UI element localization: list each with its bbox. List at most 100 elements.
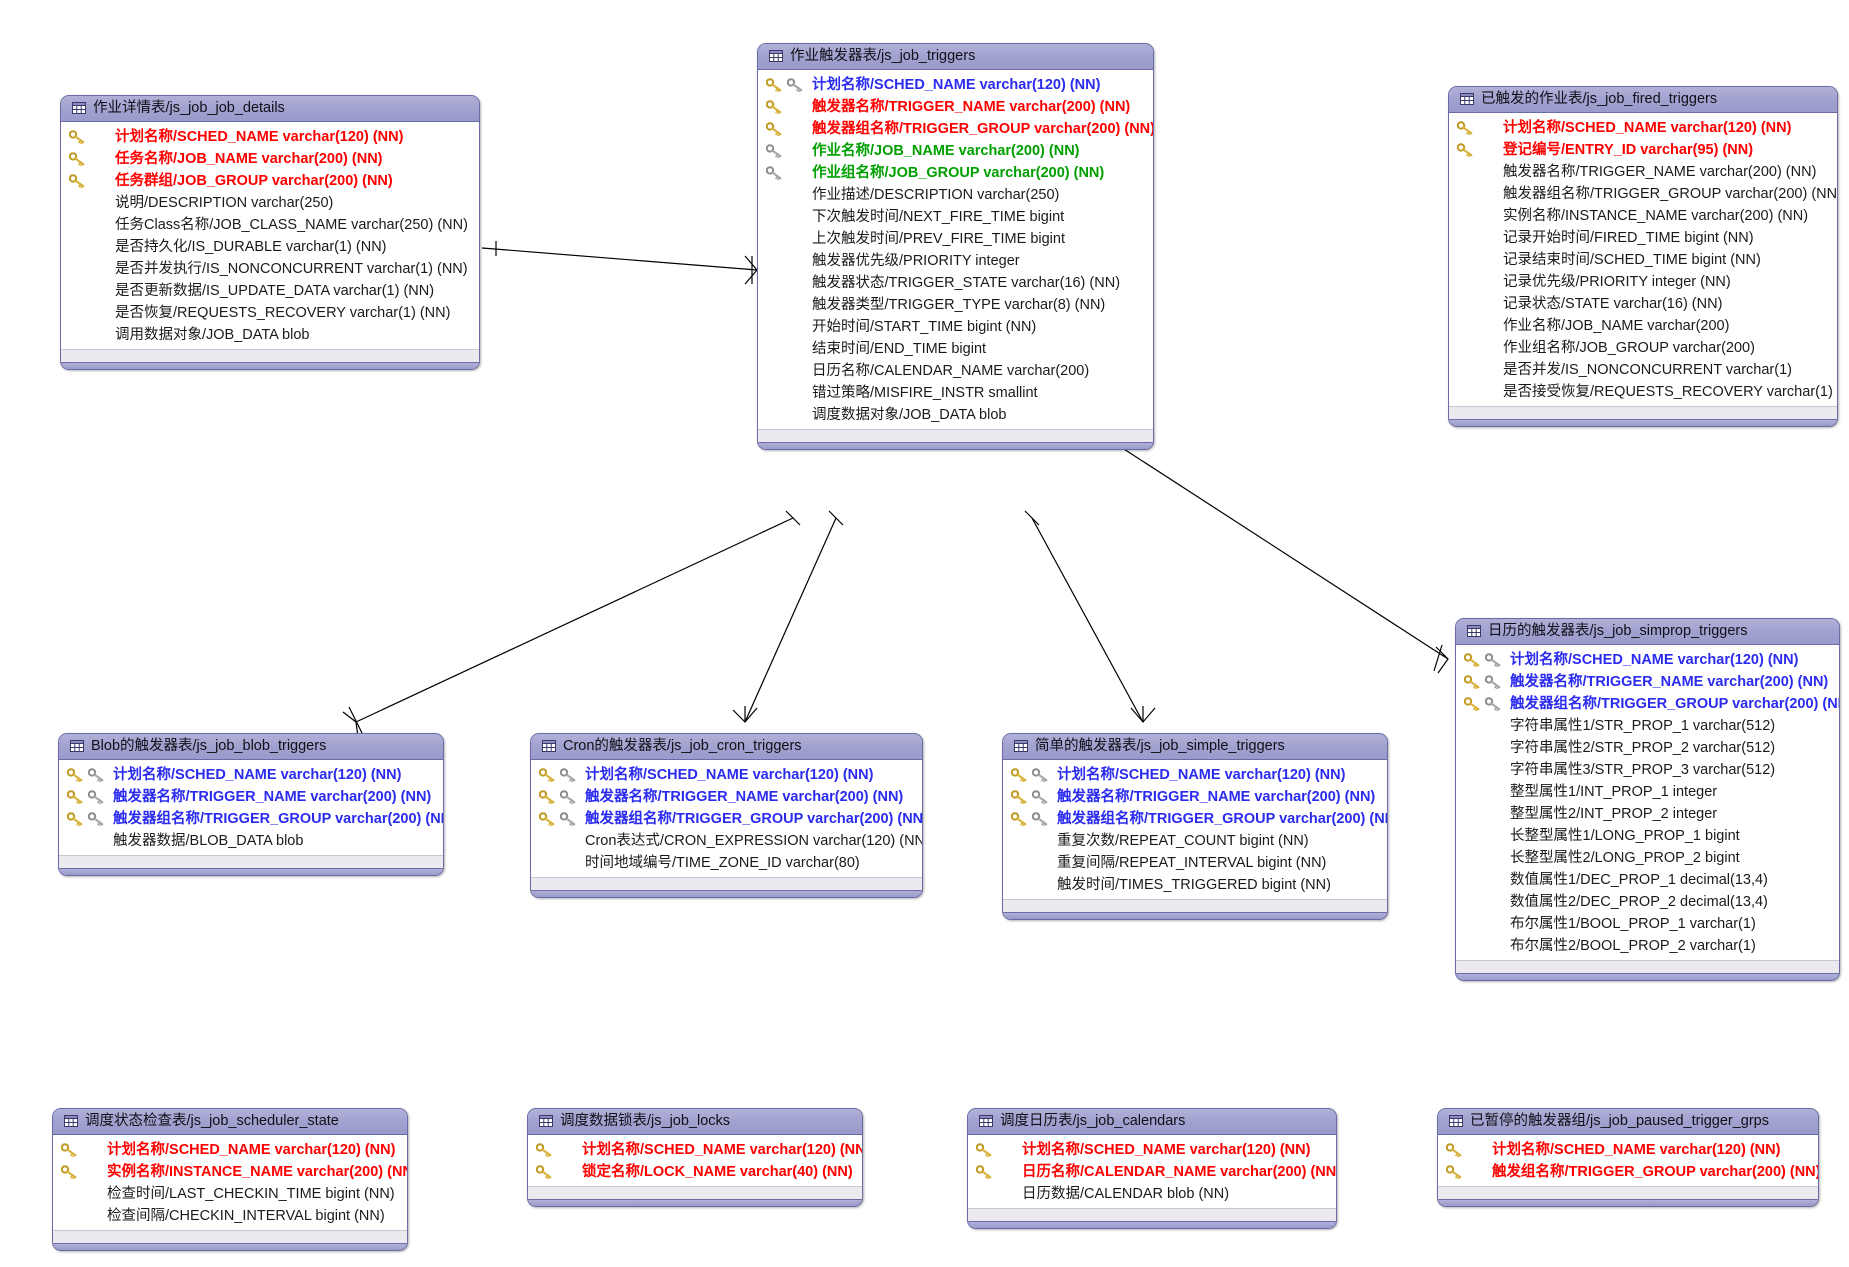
entity-resize-grip[interactable] <box>1438 1199 1818 1206</box>
attribute-row[interactable]: 字符串属性3/STR_PROP_3 varchar(512) <box>1456 759 1839 781</box>
attribute-row[interactable]: 触发器名称/TRIGGER_NAME varchar(200) (NN) <box>1003 786 1387 808</box>
entity-simple_triggers[interactable]: 简单的触发器表/js_job_simple_triggers 计划名称/SCHE… <box>1002 733 1388 920</box>
attribute-row[interactable]: 触发器名称/TRIGGER_NAME varchar(200) (NN) <box>531 786 922 808</box>
attribute-row[interactable]: 作业描述/DESCRIPTION varchar(250) <box>758 184 1153 206</box>
entity-resize-grip[interactable] <box>53 1243 407 1250</box>
attribute-row[interactable]: 是否持久化/IS_DURABLE varchar(1) (NN) <box>61 236 479 258</box>
attribute-row[interactable]: 作业组名称/JOB_GROUP varchar(200) <box>1449 337 1837 359</box>
entity-resize-grip[interactable] <box>968 1221 1336 1228</box>
entity-paused_trigger_grps[interactable]: 已暂停的触发器组/js_job_paused_trigger_grps 计划名称… <box>1437 1108 1819 1207</box>
attribute-row[interactable]: 下次触发时间/NEXT_FIRE_TIME bigint <box>758 206 1153 228</box>
attribute-row[interactable]: 触发器组名称/TRIGGER_GROUP varchar(200) (NN) <box>758 118 1153 140</box>
attribute-row[interactable]: 作业组名称/JOB_GROUP varchar(200) (NN) <box>758 162 1153 184</box>
attribute-row[interactable]: 重复次数/REPEAT_COUNT bigint (NN) <box>1003 830 1387 852</box>
attribute-row[interactable]: 任务群组/JOB_GROUP varchar(200) (NN) <box>61 170 479 192</box>
attribute-row[interactable]: 作业名称/JOB_NAME varchar(200) <box>1449 315 1837 337</box>
attribute-row[interactable]: 触发时间/TIMES_TRIGGERED bigint (NN) <box>1003 874 1387 896</box>
attribute-row[interactable]: 重复间隔/REPEAT_INTERVAL bigint (NN) <box>1003 852 1387 874</box>
attribute-row[interactable]: 实例名称/INSTANCE_NAME varchar(200) (NN) <box>53 1161 407 1183</box>
attribute-row[interactable]: 计划名称/SCHED_NAME varchar(120) (NN) <box>1438 1139 1818 1161</box>
attribute-row[interactable]: 字符串属性2/STR_PROP_2 varchar(512) <box>1456 737 1839 759</box>
entity-resize-grip[interactable] <box>61 362 479 369</box>
attribute-row[interactable]: 触发器名称/TRIGGER_NAME varchar(200) (NN) <box>1449 161 1837 183</box>
attribute-row[interactable]: 是否并发/IS_NONCONCURRENT varchar(1) <box>1449 359 1837 381</box>
attribute-row[interactable]: 长整型属性1/LONG_PROP_1 bigint <box>1456 825 1839 847</box>
attribute-row[interactable]: 是否更新数据/IS_UPDATE_DATA varchar(1) (NN) <box>61 280 479 302</box>
attribute-row[interactable]: 整型属性1/INT_PROP_1 integer <box>1456 781 1839 803</box>
entity-simprop_triggers[interactable]: 日历的触发器表/js_job_simprop_triggers 计划名称/SCH… <box>1455 618 1840 981</box>
attribute-row[interactable]: 计划名称/SCHED_NAME varchar(120) (NN) <box>1003 764 1387 786</box>
attribute-row[interactable]: 记录开始时间/FIRED_TIME bigint (NN) <box>1449 227 1837 249</box>
attribute-row[interactable]: 触发器组名称/TRIGGER_GROUP varchar(200) (NN) <box>1003 808 1387 830</box>
attribute-row[interactable]: 长整型属性2/LONG_PROP_2 bigint <box>1456 847 1839 869</box>
attribute-row[interactable]: 触发器组名称/TRIGGER_GROUP varchar(200) (NN) <box>531 808 922 830</box>
attribute-row[interactable]: 是否恢复/REQUESTS_RECOVERY varchar(1) (NN) <box>61 302 479 324</box>
attribute-row[interactable]: 任务名称/JOB_NAME varchar(200) (NN) <box>61 148 479 170</box>
attribute-row[interactable]: 登记编号/ENTRY_ID varchar(95) (NN) <box>1449 139 1837 161</box>
attribute-row[interactable]: 检查间隔/CHECKIN_INTERVAL bigint (NN) <box>53 1205 407 1227</box>
entity-fired_triggers[interactable]: 已触发的作业表/js_job_fired_triggers 计划名称/SCHED… <box>1448 86 1838 427</box>
attribute-row[interactable]: 计划名称/SCHED_NAME varchar(120) (NN) <box>59 764 443 786</box>
entity-resize-grip[interactable] <box>758 442 1153 449</box>
attribute-row[interactable]: 触发器组名称/TRIGGER_GROUP varchar(200) (NN) <box>1456 693 1839 715</box>
attribute-row[interactable]: 触发器组名称/TRIGGER_GROUP varchar(200) (NN) <box>59 808 443 830</box>
attribute-row[interactable]: 说明/DESCRIPTION varchar(250) <box>61 192 479 214</box>
entity-resize-grip[interactable] <box>1449 419 1837 426</box>
entity-calendars[interactable]: 调度日历表/js_job_calendars 计划名称/SCHED_NAME v… <box>967 1108 1337 1229</box>
attribute-row[interactable]: 数值属性1/DEC_PROP_1 decimal(13,4) <box>1456 869 1839 891</box>
attribute-row[interactable]: 布尔属性2/BOOL_PROP_2 varchar(1) <box>1456 935 1839 957</box>
attribute-row[interactable]: 日历名称/CALENDAR_NAME varchar(200) (NN) <box>968 1161 1336 1183</box>
attribute-row[interactable]: 结束时间/END_TIME bigint <box>758 338 1153 360</box>
attribute-row[interactable]: 计划名称/SCHED_NAME varchar(120) (NN) <box>61 126 479 148</box>
attribute-row[interactable]: 计划名称/SCHED_NAME varchar(120) (NN) <box>531 764 922 786</box>
attribute-row[interactable]: 调度数据对象/JOB_DATA blob <box>758 404 1153 426</box>
entity-job_triggers[interactable]: 作业触发器表/js_job_triggers 计划名称/SCHED_NAME v… <box>757 43 1154 450</box>
attribute-row[interactable]: 计划名称/SCHED_NAME varchar(120) (NN) <box>968 1139 1336 1161</box>
attribute-row[interactable]: 整型属性2/INT_PROP_2 integer <box>1456 803 1839 825</box>
entity-resize-grip[interactable] <box>1456 973 1839 980</box>
attribute-row[interactable]: 计划名称/SCHED_NAME varchar(120) (NN) <box>1449 117 1837 139</box>
attribute-row[interactable]: 布尔属性1/BOOL_PROP_1 varchar(1) <box>1456 913 1839 935</box>
attribute-row[interactable]: 记录结束时间/SCHED_TIME bigint (NN) <box>1449 249 1837 271</box>
attribute-row[interactable]: 是否并发执行/IS_NONCONCURRENT varchar(1) (NN) <box>61 258 479 280</box>
attribute-row[interactable]: 触发器数据/BLOB_DATA blob <box>59 830 443 852</box>
attribute-row[interactable]: 任务Class名称/JOB_CLASS_NAME varchar(250) (N… <box>61 214 479 236</box>
attribute-row[interactable]: 触发器名称/TRIGGER_NAME varchar(200) (NN) <box>1456 671 1839 693</box>
attribute-row[interactable]: 开始时间/START_TIME bigint (NN) <box>758 316 1153 338</box>
entity-blob_triggers[interactable]: Blob的触发器表/js_job_blob_triggers 计划名称/SCHE… <box>58 733 444 876</box>
attribute-row[interactable]: 检查时间/LAST_CHECKIN_TIME bigint (NN) <box>53 1183 407 1205</box>
attribute-row[interactable]: 实例名称/INSTANCE_NAME varchar(200) (NN) <box>1449 205 1837 227</box>
entity-resize-grip[interactable] <box>59 868 443 875</box>
attribute-row[interactable]: 触发器名称/TRIGGER_NAME varchar(200) (NN) <box>758 96 1153 118</box>
attribute-row[interactable]: 触发组名称/TRIGGER_GROUP varchar(200) (NN) <box>1438 1161 1818 1183</box>
attribute-row[interactable]: 触发器组名称/TRIGGER_GROUP varchar(200) (NN) <box>1449 183 1837 205</box>
attribute-row[interactable]: 计划名称/SCHED_NAME varchar(120) (NN) <box>528 1139 862 1161</box>
attribute-row[interactable]: 计划名称/SCHED_NAME varchar(120) (NN) <box>758 74 1153 96</box>
attribute-row[interactable]: 触发器状态/TRIGGER_STATE varchar(16) (NN) <box>758 272 1153 294</box>
attribute-row[interactable]: 错过策略/MISFIRE_INSTR smallint <box>758 382 1153 404</box>
entity-scheduler_state[interactable]: 调度状态检查表/js_job_scheduler_state 计划名称/SCHE… <box>52 1108 408 1251</box>
entity-resize-grip[interactable] <box>531 890 922 897</box>
attribute-row[interactable]: 锁定名称/LOCK_NAME varchar(40) (NN) <box>528 1161 862 1183</box>
attribute-row[interactable]: 日历名称/CALENDAR_NAME varchar(200) <box>758 360 1153 382</box>
entity-resize-grip[interactable] <box>528 1199 862 1206</box>
attribute-row[interactable]: 触发器优先级/PRIORITY integer <box>758 250 1153 272</box>
attribute-row[interactable]: 记录优先级/PRIORITY integer (NN) <box>1449 271 1837 293</box>
entity-locks[interactable]: 调度数据锁表/js_job_locks 计划名称/SCHED_NAME varc… <box>527 1108 863 1207</box>
attribute-row[interactable]: 触发器类型/TRIGGER_TYPE varchar(8) (NN) <box>758 294 1153 316</box>
entity-job_details[interactable]: 作业详情表/js_job_job_details 计划名称/SCHED_NAME… <box>60 95 480 370</box>
attribute-row[interactable]: 日历数据/CALENDAR blob (NN) <box>968 1183 1336 1205</box>
attribute-row[interactable]: 数值属性2/DEC_PROP_2 decimal(13,4) <box>1456 891 1839 913</box>
attribute-row[interactable]: Cron表达式/CRON_EXPRESSION varchar(120) (NN… <box>531 830 922 852</box>
attribute-row[interactable]: 触发器名称/TRIGGER_NAME varchar(200) (NN) <box>59 786 443 808</box>
attribute-row[interactable]: 调用数据对象/JOB_DATA blob <box>61 324 479 346</box>
attribute-row[interactable]: 时间地域编号/TIME_ZONE_ID varchar(80) <box>531 852 922 874</box>
entity-cron_triggers[interactable]: Cron的触发器表/js_job_cron_triggers 计划名称/SCHE… <box>530 733 923 898</box>
attribute-row[interactable]: 上次触发时间/PREV_FIRE_TIME bigint <box>758 228 1153 250</box>
attribute-row[interactable]: 字符串属性1/STR_PROP_1 varchar(512) <box>1456 715 1839 737</box>
attribute-row[interactable]: 计划名称/SCHED_NAME varchar(120) (NN) <box>1456 649 1839 671</box>
attribute-row[interactable]: 作业名称/JOB_NAME varchar(200) (NN) <box>758 140 1153 162</box>
attribute-row[interactable]: 记录状态/STATE varchar(16) (NN) <box>1449 293 1837 315</box>
attribute-row[interactable]: 是否接受恢复/REQUESTS_RECOVERY varchar(1) <box>1449 381 1837 403</box>
entity-resize-grip[interactable] <box>1003 912 1387 919</box>
